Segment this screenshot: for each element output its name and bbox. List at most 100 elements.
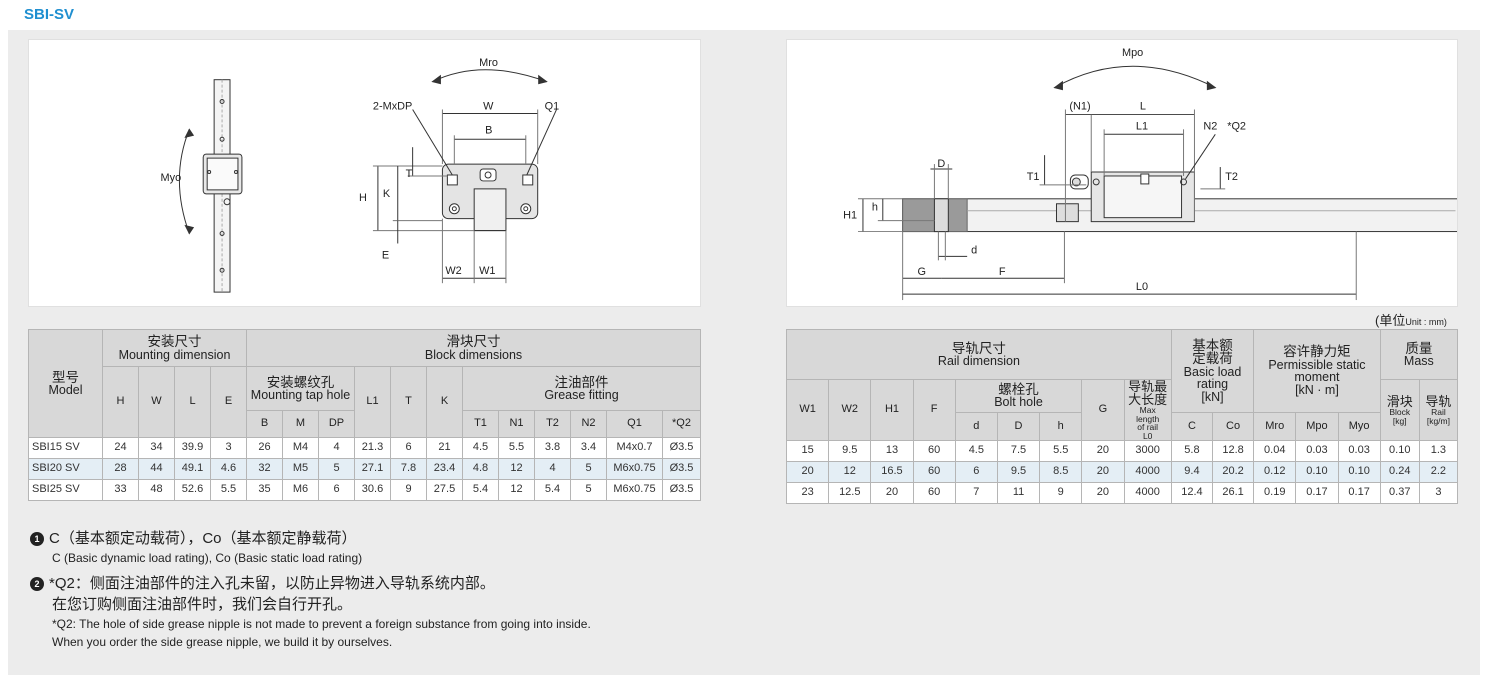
- rail-cell: 2.2: [1418, 461, 1459, 483]
- block-cell: 4.8: [462, 458, 499, 480]
- label-w1: W1: [479, 265, 495, 277]
- block-cell: 49.1: [174, 458, 211, 480]
- block-drawing-svg: Myo Mro 2-MxDP W Q1 B T H K E W2 W1: [161, 57, 559, 293]
- note-bullet-1: 1: [30, 532, 44, 546]
- rail-cell: 0.19: [1253, 482, 1297, 504]
- rail-cell: 0.10: [1337, 461, 1381, 483]
- label-mpo: Mpo: [1122, 47, 1143, 59]
- block-cell: 7.8: [390, 458, 427, 480]
- rail-cell: 5.8: [1170, 440, 1214, 462]
- label-h: H: [359, 192, 367, 204]
- label-d-upper: D: [937, 158, 945, 170]
- label-l1: L1: [1136, 120, 1148, 132]
- block-cell: SBI25 SV: [28, 479, 103, 501]
- label-w: W: [483, 100, 494, 112]
- rail-cell: 60: [912, 461, 956, 483]
- rail-cell: 4000: [1123, 482, 1172, 504]
- block-cell: 48: [138, 479, 175, 501]
- rail-cell: 0.17: [1337, 482, 1381, 504]
- rail-cell: 5.5: [1039, 440, 1083, 462]
- block-cell: M4x0.7: [606, 437, 663, 459]
- label-l: L: [1140, 100, 1146, 112]
- col-t: T: [390, 366, 427, 438]
- rail-cell: 9.4: [1170, 461, 1214, 483]
- rail-cell: 20: [785, 461, 830, 483]
- rail-cell: 12.8: [1211, 440, 1255, 462]
- block-cell: 5.5: [210, 479, 247, 501]
- rail-cell: 1.3: [1418, 440, 1459, 462]
- block-cell: 5: [318, 458, 355, 480]
- block-cell: SBI15 SV: [28, 437, 103, 459]
- rail-cell: 16.5: [870, 461, 914, 483]
- rail-cell: 9.5: [996, 461, 1041, 483]
- col-n1: N1: [498, 410, 535, 438]
- col-w: W: [138, 366, 175, 438]
- label-d-small: d: [971, 244, 977, 256]
- block-cell: 26: [246, 437, 283, 459]
- block-cell: 5: [570, 479, 607, 501]
- rail-cell: 20: [1081, 440, 1125, 462]
- label-h-small: h: [872, 202, 878, 214]
- col-w1: W1: [785, 379, 830, 441]
- block-drawing: Myo Mro 2-MxDP W Q1 B T H K E W2 W1: [28, 39, 701, 307]
- block-cell: Ø3.5: [661, 437, 702, 459]
- col-f: F: [912, 379, 956, 441]
- rail-cell: 0.17: [1295, 482, 1339, 504]
- rail-cell: 0.12: [1253, 461, 1297, 483]
- rail-drawing: Mpo (N1) L L1 N2 *Q2 D T1 T2 H1 h d G F …: [786, 39, 1458, 307]
- rail-cell: 0.10: [1379, 440, 1420, 462]
- block-cell: 24: [102, 437, 139, 459]
- label-myo: Myo: [161, 172, 182, 184]
- block-cell: 5: [570, 458, 607, 480]
- block-cell: M4: [282, 437, 319, 459]
- rail-cell: 20: [870, 482, 914, 504]
- label-t: T: [406, 168, 413, 180]
- rail-cell: 4.5: [954, 440, 998, 462]
- label-n1: (N1): [1069, 100, 1090, 112]
- rail-cell: 3: [1418, 482, 1459, 504]
- rail-cell: 15: [785, 440, 830, 462]
- block-cell: 21.3: [354, 437, 391, 459]
- block-cell: 3.4: [570, 437, 607, 459]
- rail-drawing-svg: Mpo (N1) L L1 N2 *Q2 D T1 T2 H1 h d G F …: [843, 47, 1457, 301]
- page-title: SBI-SV: [24, 6, 75, 23]
- block-cell: 12: [498, 458, 535, 480]
- block-cell: 21: [426, 437, 463, 459]
- rail-cell: 0.03: [1337, 440, 1381, 462]
- label-q2: *Q2: [1227, 120, 1246, 132]
- col-l1: L1: [354, 366, 391, 438]
- block-cell: 28: [102, 458, 139, 480]
- block-cell: 5.4: [462, 479, 499, 501]
- rail-cell: 0.03: [1295, 440, 1339, 462]
- rail-cell: 8.5: [1039, 461, 1083, 483]
- col-m: M: [282, 410, 319, 438]
- block-cell: 4: [534, 458, 571, 480]
- block-cell: 30.6: [354, 479, 391, 501]
- block-cell: 23.4: [426, 458, 463, 480]
- rail-cell: 60: [912, 482, 956, 504]
- col-d-small: d: [954, 411, 998, 442]
- block-cell: 6: [318, 479, 355, 501]
- label-mxdp: 2-MxDP: [373, 100, 412, 112]
- col-h: H: [102, 366, 139, 438]
- block-cell: 4.5: [462, 437, 499, 459]
- label-l0: L0: [1136, 281, 1148, 293]
